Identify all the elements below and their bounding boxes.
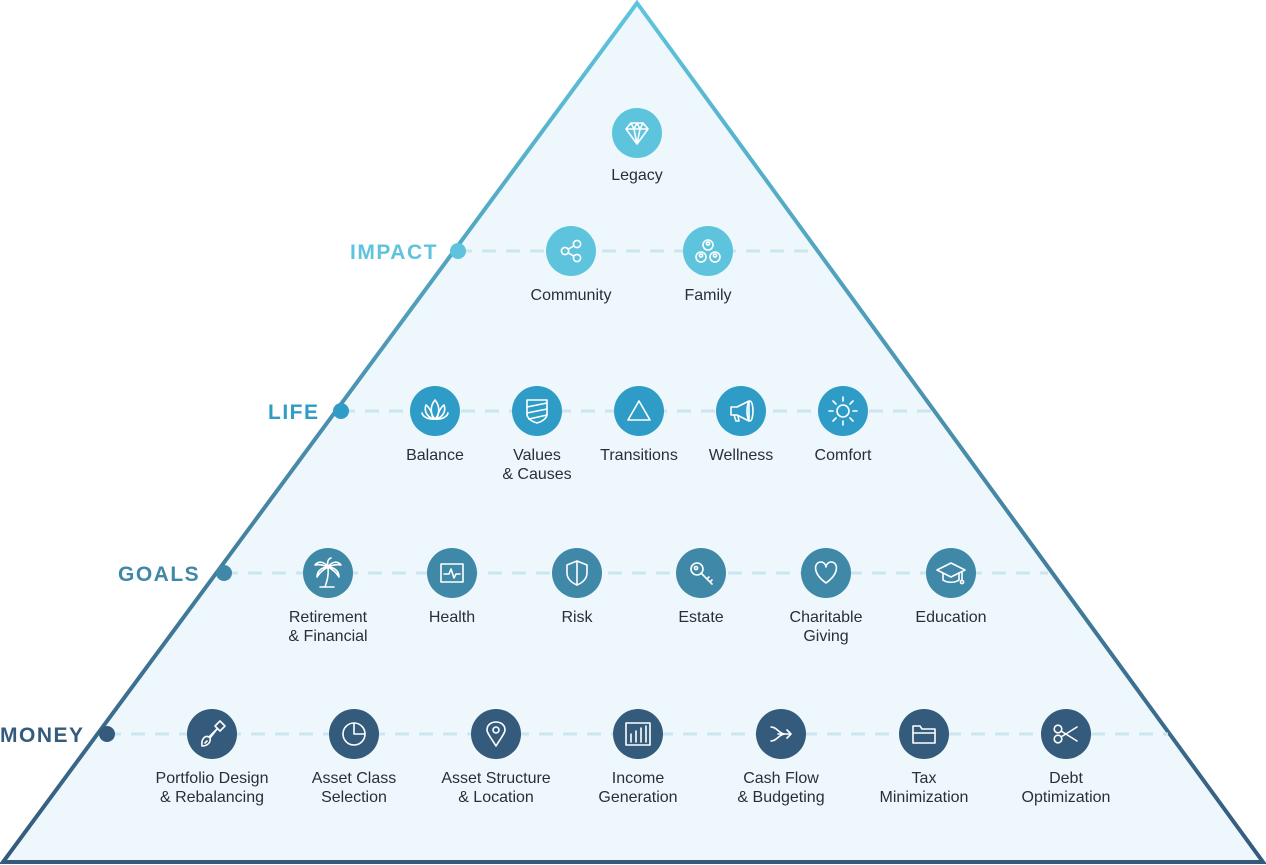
triangle-icon-node: [614, 386, 664, 436]
share-icon-node: [546, 226, 596, 276]
item-label: Health: [429, 609, 475, 626]
brush-icon-node: [187, 709, 237, 759]
tier-money: MONEY Portfolio Design& Rebalancing Asset …: [0, 709, 1168, 806]
tier-label-life: LIFE: [268, 401, 320, 424]
icon-circle: [546, 226, 596, 276]
tier-impact: IMPACT Community Family: [350, 226, 812, 304]
icon-circle: [716, 386, 766, 436]
sun-icon-node: [818, 386, 868, 436]
icon-circle: [683, 226, 733, 276]
item-label: Transitions: [600, 447, 678, 464]
item-label: Estate: [678, 609, 723, 626]
item-label: Community: [531, 287, 612, 304]
item-label: Portfolio Design& Rebalancing: [156, 770, 269, 806]
folder-icon-node: [899, 709, 949, 759]
icon-circle: [612, 108, 662, 158]
map-pin-icon-node: [471, 709, 521, 759]
icon-circle: [471, 709, 521, 759]
icon-circle: [926, 548, 976, 598]
pie-chart-icon-node: [329, 709, 379, 759]
tier-goals: GOALS Retirement& Financial Health Risk Esta…: [118, 548, 1048, 645]
tier-label-goals: GOALS: [118, 563, 200, 586]
item-label: Asset Structure& Location: [441, 770, 550, 806]
icon-circle: [899, 709, 949, 759]
scissors-icon-node: [1041, 709, 1091, 759]
icon-circle: [410, 386, 460, 436]
key-icon-node: [676, 548, 726, 598]
item-label: Cash Flow& Budgeting: [737, 770, 824, 806]
item-label: Risk: [561, 609, 593, 626]
tier-label-impact: IMPACT: [350, 241, 438, 264]
icon-circle: [614, 386, 664, 436]
item-label: Family: [684, 287, 731, 304]
icon-circle: [801, 548, 851, 598]
flow-arrow-icon-node: [756, 709, 806, 759]
heartbeat-icon-node: [427, 548, 477, 598]
graduation-cap-icon-node: [926, 548, 976, 598]
tier-label-money: MONEY: [0, 724, 85, 747]
tier-apex: Legacy: [611, 108, 663, 184]
heart-icon-node: [801, 548, 851, 598]
lotus-icon-node: [410, 386, 460, 436]
icon-circle: [818, 386, 868, 436]
item-label: Values& Causes: [502, 447, 571, 483]
icon-circle: [613, 709, 663, 759]
tier-life: LIFE Balance Values& Causes Transitions Well…: [268, 386, 932, 483]
badge-icon-node: [512, 386, 562, 436]
family-icon-node: [683, 226, 733, 276]
item-label: Comfort: [815, 447, 872, 464]
tier-marker-dot: [216, 565, 232, 581]
apex-label: Legacy: [611, 167, 663, 184]
bar-chart-icon-node: [613, 709, 663, 759]
shield-icon-node: [552, 548, 602, 598]
item-label: Retirement& Financial: [288, 609, 367, 645]
megaphone-icon-node: [716, 386, 766, 436]
item-label: Balance: [406, 447, 464, 464]
tier-marker-dot: [450, 243, 466, 259]
tier-marker-dot: [99, 726, 115, 742]
item-label: Wellness: [709, 447, 774, 464]
tier-marker-dot: [333, 403, 349, 419]
palm-tree-icon-node: [303, 548, 353, 598]
item-label: Education: [915, 609, 986, 626]
diamond-icon-node: [612, 108, 662, 158]
